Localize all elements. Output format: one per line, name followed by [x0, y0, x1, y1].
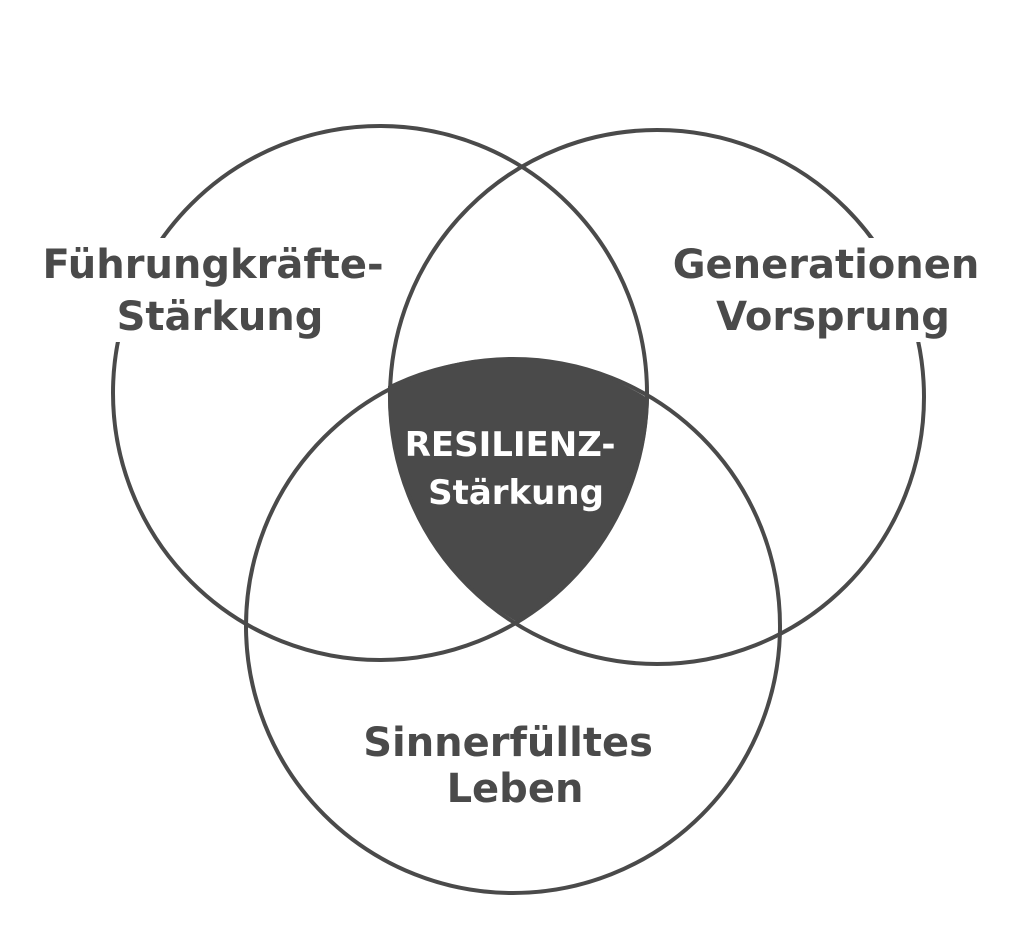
label-center-line-2: Stärkung [428, 473, 604, 513]
center-intersection-region [387, 358, 649, 622]
label-backdrop-top-left [52, 238, 388, 342]
label-top-left-line-1: Führungkräfte- [42, 242, 383, 288]
label-top-left: Führungkräfte- Stärkung [42, 242, 397, 340]
label-top-right: Generationen Vorsprung [673, 242, 994, 340]
label-top-left-line-2: Stärkung [117, 294, 324, 340]
label-top-right-line-2: Vorsprung [716, 294, 950, 340]
label-backdrop-top-right [684, 238, 982, 342]
circle-bottom [244, 357, 782, 895]
label-bottom: Sinnerfülltes Leben [363, 720, 667, 812]
circle-top-right [388, 128, 926, 666]
label-center: RESILIENZ- Stärkung [405, 425, 628, 513]
label-bottom-line-2: Leben [447, 766, 584, 812]
label-center-line-1: RESILIENZ- [405, 425, 616, 465]
label-top-right-line-1: Generationen [673, 242, 980, 288]
label-bottom-line-1: Sinnerfülltes [363, 720, 653, 766]
